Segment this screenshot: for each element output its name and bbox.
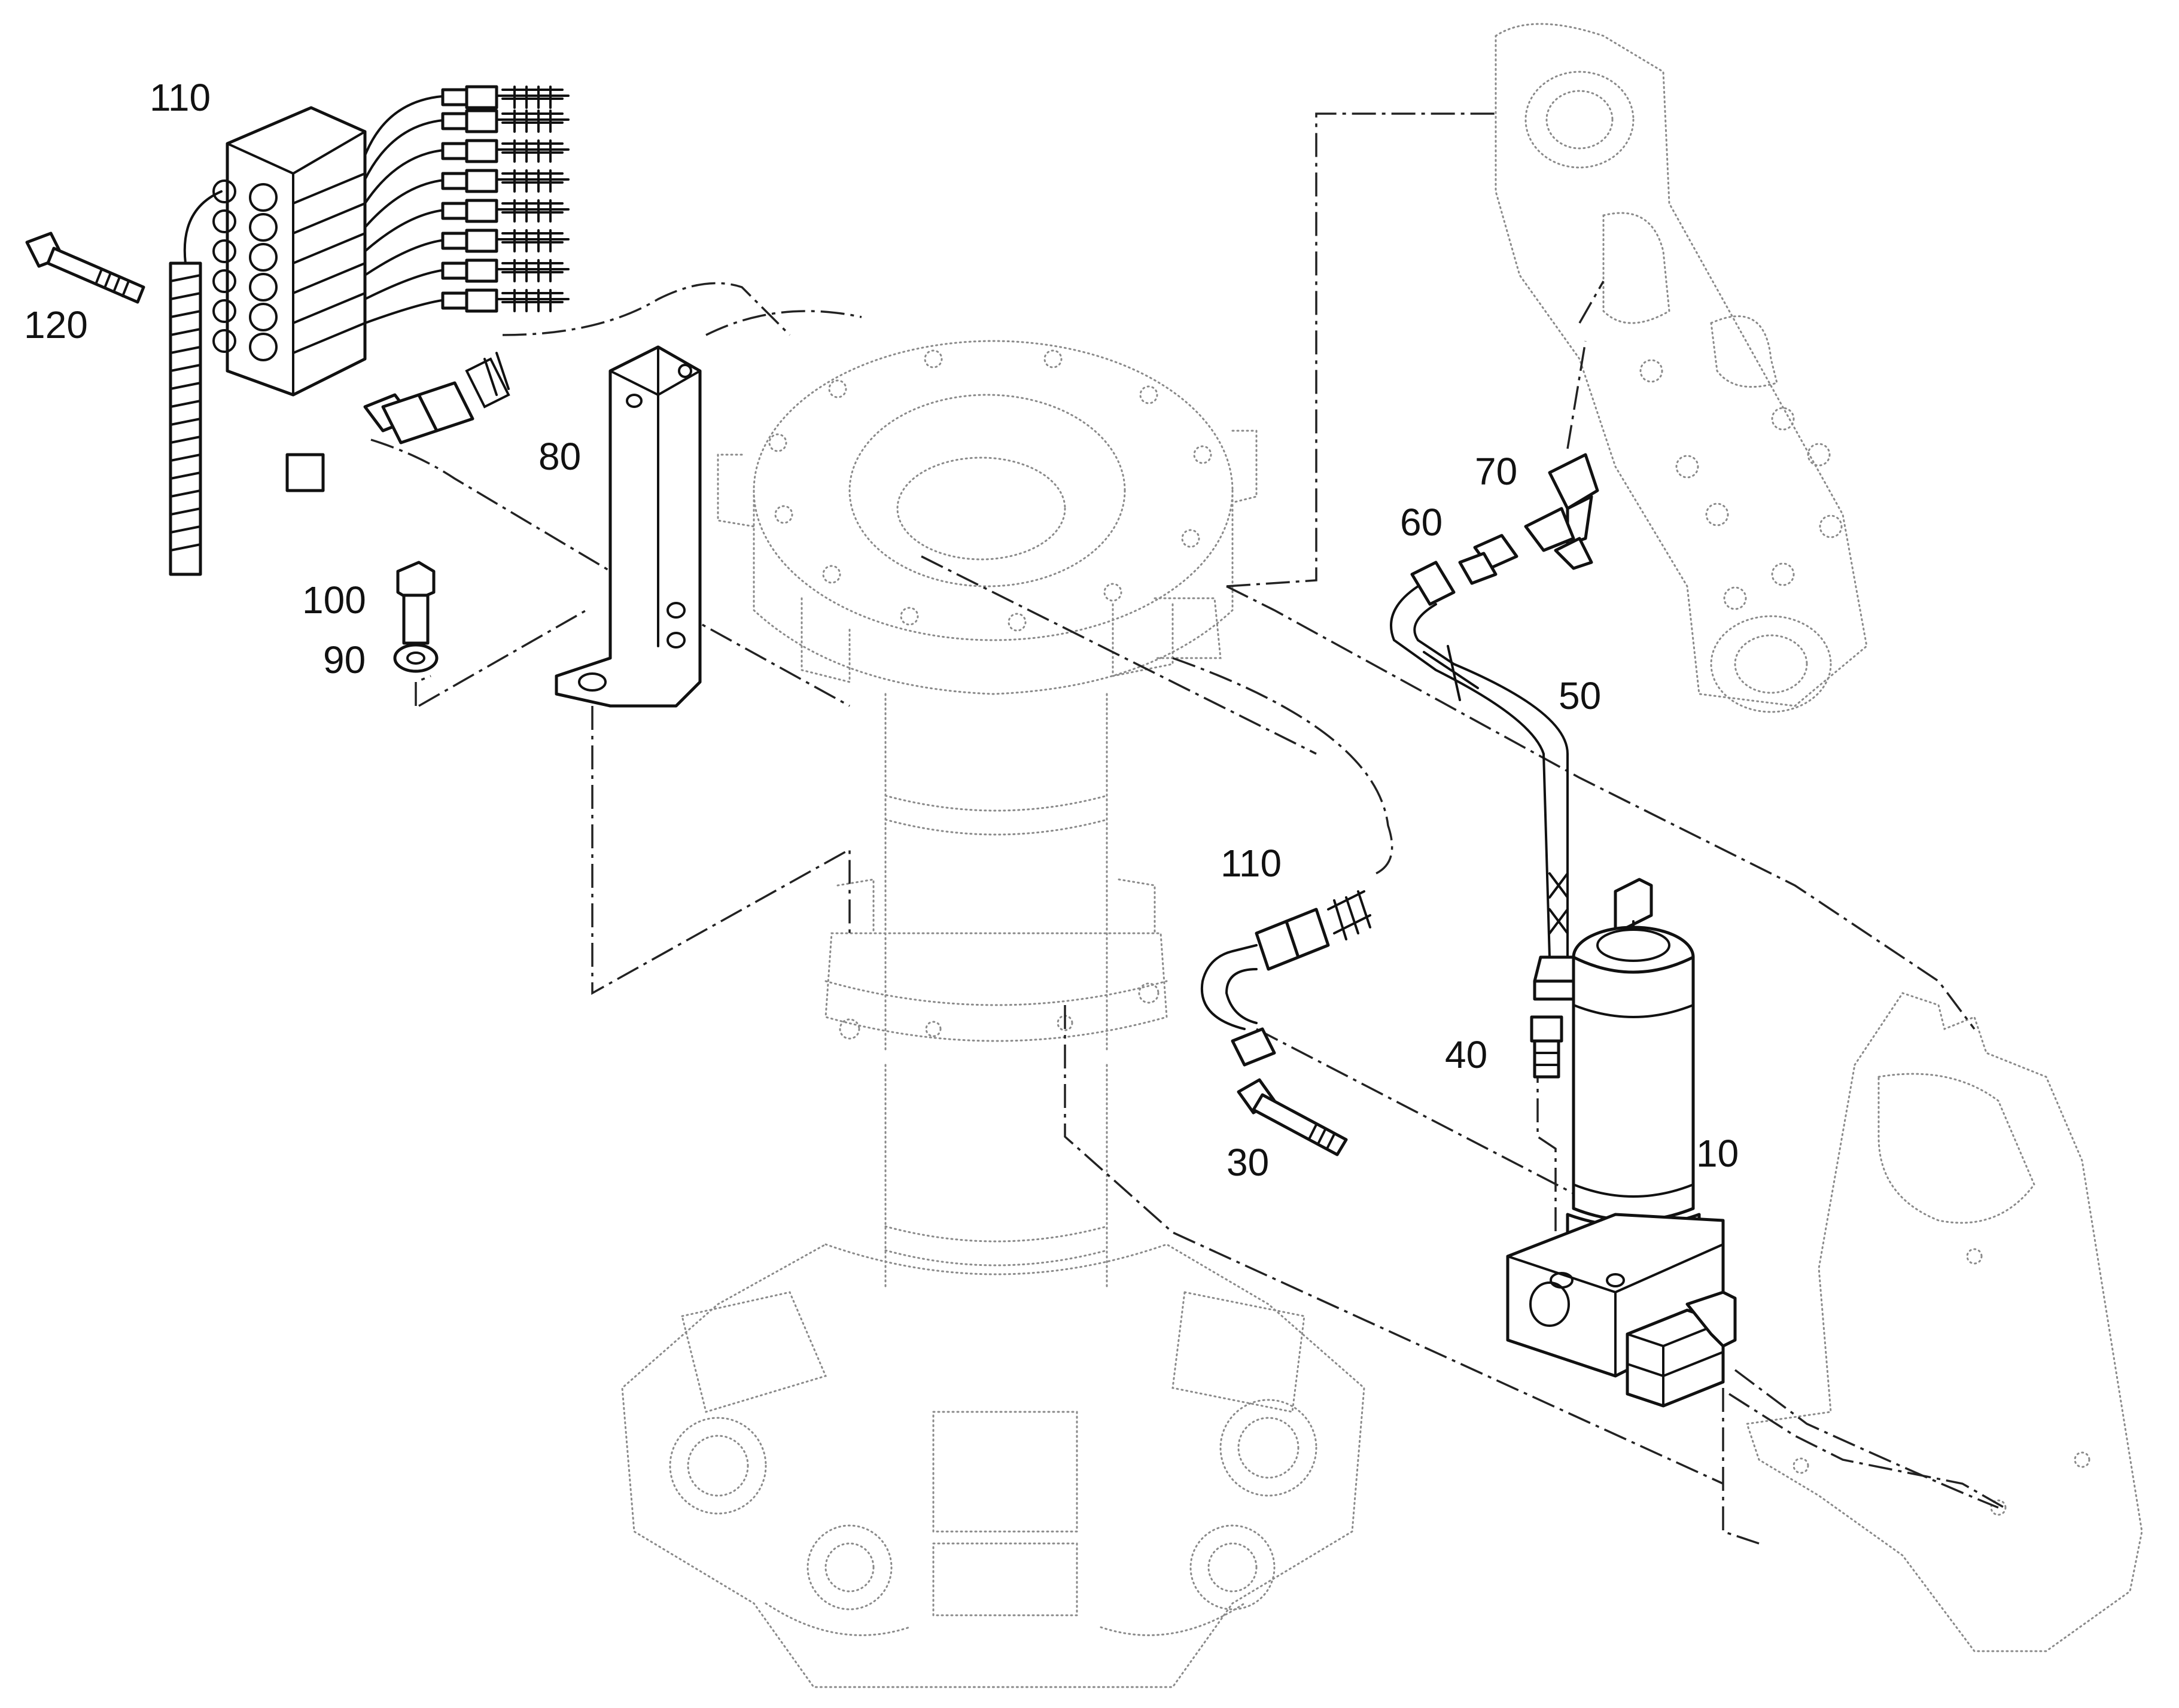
coiled-hose xyxy=(169,190,223,576)
callout-80: 80 xyxy=(538,435,581,478)
callout-60: 60 xyxy=(1400,501,1442,544)
part-110-distributor-block xyxy=(169,85,570,576)
part-60-adapter xyxy=(1458,534,1518,585)
ghost-lower-bracket xyxy=(1746,992,2143,1652)
part-30-bolt xyxy=(1237,1078,1348,1156)
part-120-bolt xyxy=(25,232,145,304)
leader-lines xyxy=(370,112,2005,1545)
fitting-bank xyxy=(441,85,564,313)
part-10-grease-pump xyxy=(1506,878,1737,1408)
ghost-structure xyxy=(621,23,2143,1688)
callout-70: 70 xyxy=(1475,450,1517,493)
part-70-tee-fitting xyxy=(1524,453,1599,570)
part-90-washer xyxy=(393,643,439,673)
callout-10: 10 xyxy=(1696,1132,1739,1175)
callout-50: 50 xyxy=(1559,674,1601,717)
ghost-base xyxy=(621,1243,1365,1688)
callout-120: 120 xyxy=(24,303,88,346)
callout-40: 40 xyxy=(1445,1033,1487,1076)
part-callouts: 110 120 80 100 90 70 60 50 110 40 30 10 xyxy=(24,76,1739,1184)
part-110-hose xyxy=(1200,890,1371,1067)
ghost-upper-arm xyxy=(1495,23,1868,713)
part-40-nipple xyxy=(1530,1015,1563,1079)
callout-100: 100 xyxy=(302,579,366,622)
callout-90: 90 xyxy=(323,638,366,681)
part-100-bolt xyxy=(396,561,436,645)
callout-110-mid: 110 xyxy=(1221,842,1282,885)
callout-110-top: 110 xyxy=(150,76,211,119)
callout-30: 30 xyxy=(1227,1141,1269,1184)
ghost-column xyxy=(884,693,1108,1287)
ghost-middle-collar xyxy=(824,878,1168,1042)
part-80-bracket xyxy=(555,345,702,708)
ghost-top-flange xyxy=(717,340,1258,695)
part-50-hose xyxy=(1390,561,1584,1001)
